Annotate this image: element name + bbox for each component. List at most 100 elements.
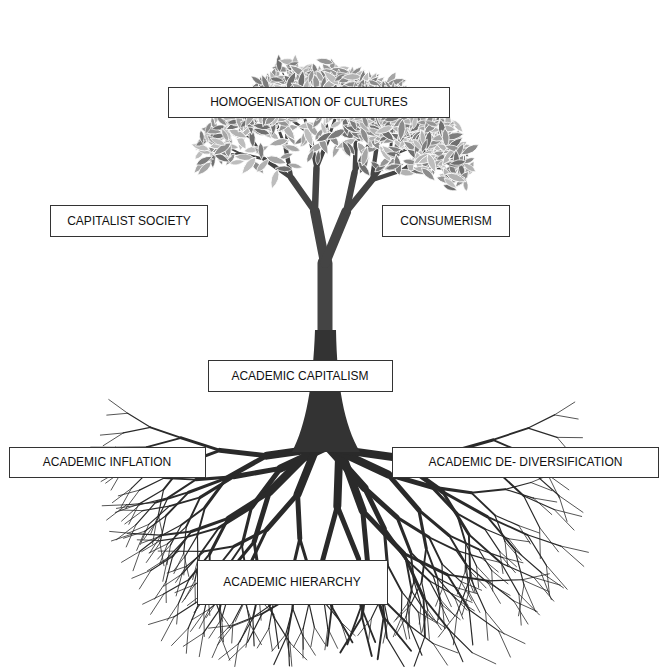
root-line [234,468,281,476]
branch-line [291,178,315,211]
root-line [519,594,521,625]
root-line [388,621,400,639]
root-line [422,548,427,582]
root-line [150,427,181,438]
root-line [209,625,234,628]
root-line [424,598,425,637]
root-line [290,643,292,667]
root-line [437,578,440,603]
root-line [528,415,554,428]
root-line [120,510,143,512]
root-line [314,627,325,644]
root-line [559,496,567,522]
root-line [311,627,314,646]
root-line [269,629,273,651]
root-line [488,580,522,581]
leaf-shape [268,168,281,190]
root-line [449,630,472,653]
root-line [501,563,533,577]
root-line [492,570,508,583]
root-line [387,565,401,592]
root-line [274,634,288,665]
root-line [158,551,179,552]
root-line [128,413,151,427]
root-line [179,551,205,552]
root-line [469,610,473,645]
root-line [156,498,167,522]
root-line [156,492,189,502]
root-line [487,517,515,550]
root-line [471,493,494,515]
root-line [140,535,161,551]
root-line [167,603,178,620]
root-line [205,546,235,551]
root-line [133,551,140,570]
leaf-shape [307,69,316,84]
root-line [534,577,561,585]
root-line [546,565,567,589]
root-line [384,617,411,651]
root-line [149,617,175,625]
root-line [429,581,442,606]
root-line [298,494,300,538]
root-line [151,557,172,571]
root-line [132,570,151,578]
root-line [388,474,419,510]
root-line [428,610,442,630]
root-line [127,524,148,533]
root-line [176,566,187,582]
root-line [140,498,168,505]
root-line [469,610,498,631]
root-line [457,578,470,613]
root-line [186,628,188,653]
leaf-shape [305,148,316,163]
root-line [524,585,536,612]
leaf-shape [340,139,353,158]
root-line [100,433,123,435]
root-line [485,529,500,552]
root-line [218,625,234,645]
leaf-shape [270,76,285,83]
root-line [541,572,551,599]
root-line [110,531,134,533]
root-line [218,622,233,638]
root-line [144,522,157,540]
root-line [401,618,406,640]
root-line [288,634,289,666]
root-line [122,551,140,562]
root-line [427,615,445,628]
root-line [212,637,221,657]
root-line [229,642,248,660]
leaf-shape [279,151,294,160]
leaf-shape [275,165,293,172]
root-line [146,543,160,562]
root-line [257,629,269,648]
root-line [488,581,514,601]
root-line [183,633,203,646]
root-line [433,643,458,652]
root-line [487,517,527,535]
root-line [165,582,166,603]
root-line [476,566,478,587]
root-line [449,630,463,662]
root-line [111,534,133,541]
root-line [324,602,328,628]
root-line [501,563,519,594]
root-line [481,558,498,572]
root-line [471,489,505,492]
branch-line [346,180,372,212]
root-line [175,585,195,593]
root-line [209,619,222,638]
root-line [449,535,466,564]
root-line [455,598,474,611]
root-line [221,637,230,660]
root-line [515,550,541,573]
root-line [167,566,186,573]
root-line [554,509,582,516]
root-line [561,546,589,552]
root-line [519,594,540,615]
root-line [492,570,493,591]
root-line [378,617,384,659]
root-line [493,428,528,440]
root-line [457,571,465,594]
